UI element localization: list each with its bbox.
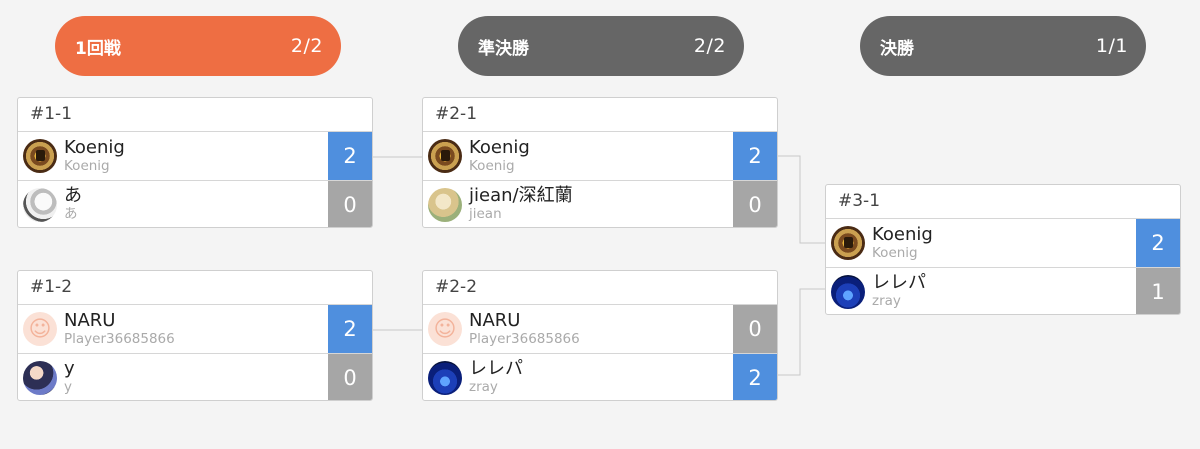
player-id: zray [872,293,901,310]
player-name: jiean/深紅蘭 [469,185,573,207]
player-row[interactable]: Koenig Koenig 2 [18,132,372,180]
match-id: #2-1 [423,98,777,132]
player-row[interactable]: レレパ zray 2 [423,353,777,400]
match-card[interactable]: #2-2 ☺ NARU Player36685866 0 レレパ zray 2 [422,270,778,401]
match-id: #1-2 [18,271,372,305]
round-header-1[interactable]: 1回戦 2/2 [55,16,341,76]
score-badge: 1 [1136,268,1180,314]
score-badge: 0 [328,354,372,400]
player-row[interactable]: ☺ NARU Player36685866 2 [18,305,372,353]
player-id: あ [64,206,78,223]
player-row[interactable]: Koenig Koenig 2 [826,219,1180,267]
player-id: Koenig [469,157,515,174]
round-header-3[interactable]: 決勝 1/1 [860,16,1146,76]
gold-emblem-avatar [831,226,865,260]
match-id: #2-2 [423,271,777,305]
player-name: Koenig [64,136,125,158]
match-card[interactable]: #3-1 Koenig Koenig 2 レレパ zray 1 [825,184,1181,315]
score-badge: 2 [328,132,372,180]
gold-emblem-avatar [23,139,57,173]
connector-line [776,155,826,244]
player-name: NARU [64,309,116,331]
blue-lights-avatar [428,360,462,395]
round-header-2[interactable]: 準決勝 2/2 [458,16,744,76]
gold-emblem-avatar [428,139,462,173]
player-name: NARU [469,309,521,331]
round-progress: 2/2 [693,35,726,57]
score-badge: 2 [1136,219,1180,267]
match-card[interactable]: #1-2 ☺ NARU Player36685866 2 y y 0 [17,270,373,401]
player-name: Koenig [872,223,933,245]
match-id: #3-1 [826,185,1180,219]
score-badge: 0 [328,181,372,227]
player-name: あ [64,185,82,207]
round-label: 決勝 [880,38,914,59]
blond-avatar [428,187,462,222]
player-row[interactable]: y y 0 [18,353,372,400]
sketch-avatar [23,187,57,222]
player-row[interactable]: あ あ 0 [18,180,372,227]
player-row[interactable]: jiean/深紅蘭 jiean 0 [423,180,777,227]
round-label: 1回戦 [75,38,121,59]
player-id: zray [469,379,498,396]
match-card[interactable]: #2-1 Koenig Koenig 2 jiean/深紅蘭 jiean 0 [422,97,778,228]
player-name: y [64,358,75,380]
score-badge: 2 [733,132,777,180]
default-smile-avatar: ☺ [23,312,57,346]
player-id: Player36685866 [469,330,580,347]
player-id: Koenig [872,244,918,261]
score-badge: 2 [328,305,372,353]
anime-avatar [23,360,57,395]
player-name: レレパ [872,272,926,294]
player-id: jiean [469,206,502,223]
round-progress: 1/1 [1095,35,1128,57]
score-badge: 0 [733,305,777,353]
score-badge: 2 [733,354,777,400]
round-label: 準決勝 [478,38,529,59]
connector-line [776,288,826,376]
match-card[interactable]: #1-1 Koenig Koenig 2 あ あ 0 [17,97,373,228]
player-name: レレパ [469,358,523,380]
default-smile-avatar: ☺ [428,312,462,346]
match-id: #1-1 [18,98,372,132]
round-progress: 2/2 [290,35,323,57]
player-row[interactable]: Koenig Koenig 2 [423,132,777,180]
player-row[interactable]: ☺ NARU Player36685866 0 [423,305,777,353]
blue-lights-avatar [831,274,865,309]
score-badge: 0 [733,181,777,227]
player-row[interactable]: レレパ zray 1 [826,267,1180,314]
player-id: Koenig [64,157,110,174]
player-id: Player36685866 [64,330,175,347]
player-name: Koenig [469,136,530,158]
player-id: y [64,379,72,396]
